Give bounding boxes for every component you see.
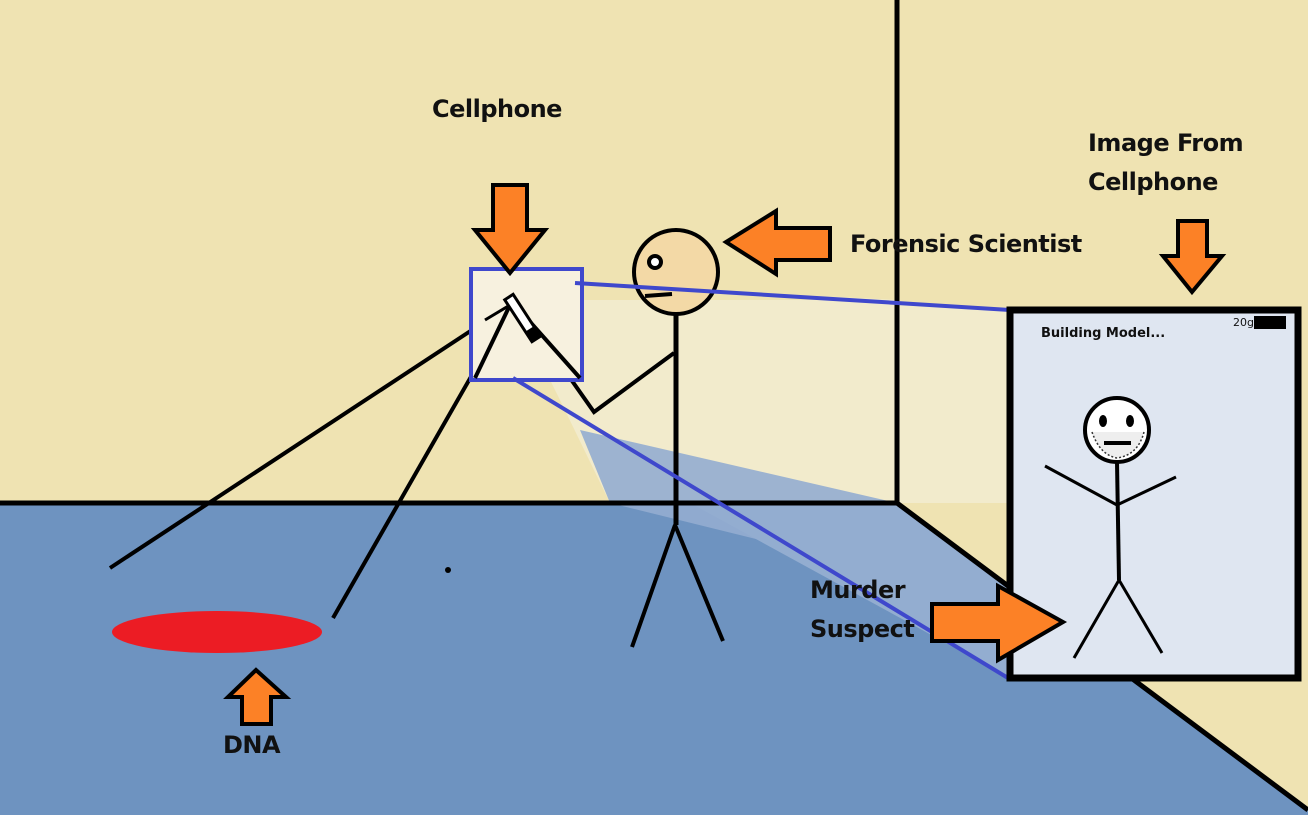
suspect-leg-left	[1072, 579, 1121, 659]
suspect-leg-right	[1117, 579, 1164, 654]
light-cone-wall-right	[575, 284, 1010, 503]
battery-text: 20g	[1233, 316, 1254, 329]
forensic-scientist-label: Forensic Scientist	[850, 230, 1082, 258]
dot	[445, 567, 451, 573]
phone-screen-image	[1006, 306, 1302, 682]
cellphone-icon	[502, 292, 543, 344]
arrow-left-scientist-icon	[722, 207, 832, 278]
projection-line-top	[574, 281, 1011, 312]
suspect-eye-right	[1126, 415, 1134, 427]
suspect-body	[1115, 461, 1121, 581]
dna-label: DNA	[223, 731, 281, 759]
scientist-head	[632, 228, 720, 316]
suspect-arm-right	[1116, 475, 1177, 507]
scientist-leg-right	[673, 524, 725, 642]
scientist-eye	[647, 254, 663, 270]
dna-stain	[112, 611, 322, 653]
arrow-down-image-icon	[1158, 219, 1227, 296]
projection-line-bottom	[511, 376, 1010, 680]
arrow-down-cellphone-icon	[470, 183, 550, 277]
arrow-right-suspect-icon	[930, 582, 1068, 664]
leg-in-box-2	[484, 303, 511, 322]
murder-suspect-label-line2: Suspect	[810, 615, 915, 643]
image-from-label-line2: Cellphone	[1088, 168, 1218, 196]
leg-in-box-1	[473, 304, 512, 379]
scientist-mouth	[644, 292, 673, 298]
suspect-eye-left	[1099, 415, 1107, 427]
suspect-arm-left	[1044, 464, 1118, 507]
arrow-up-dna-icon	[223, 667, 292, 726]
screen-status-text: Building Model...	[1041, 326, 1166, 341]
cellphone-label: Cellphone	[432, 95, 562, 123]
murder-suspect-label-line1: Murder	[810, 576, 906, 604]
image-from-label-line1: Image From	[1088, 129, 1244, 157]
scientist-leg-left	[630, 524, 677, 648]
battery-icon	[1254, 316, 1286, 329]
tripod-leg-left	[108, 303, 512, 570]
